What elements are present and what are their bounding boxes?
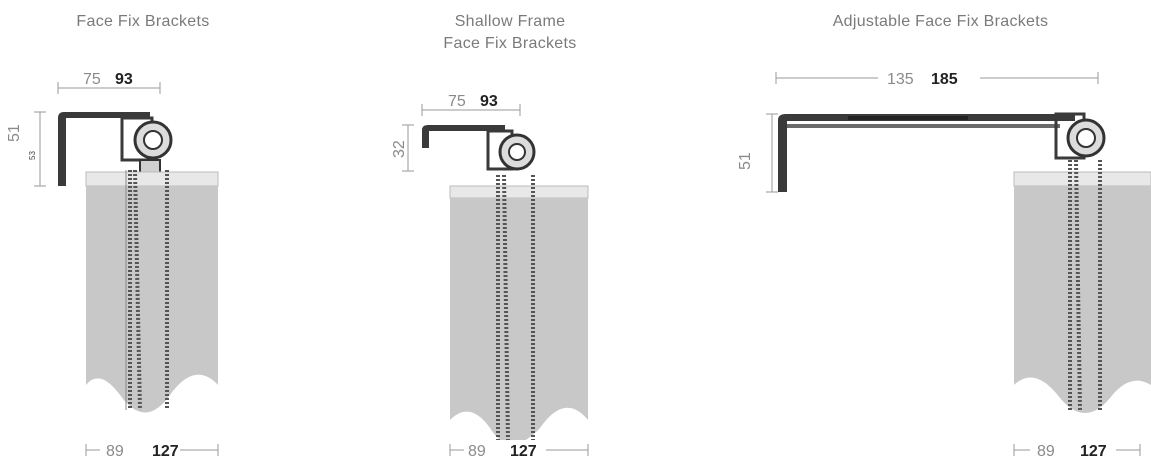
bottom-dim-light: 89 — [1037, 443, 1055, 460]
top-dim-dark: 185 — [931, 71, 958, 88]
diagram-face-fix-brackets: Face Fix Brackets 75 93 51 53 89 — [0, 0, 300, 463]
bottom-dim-dark: 127 — [152, 443, 179, 460]
side-dim: 51 — [737, 152, 754, 170]
blind-drawing: 135 185 51 89 127 — [737, 66, 1151, 460]
top-dim-light: 75 — [83, 71, 101, 88]
panel-title: Shallow Frame Face Fix Brackets — [443, 13, 577, 52]
side-dim: 32 — [391, 140, 408, 158]
side-dim-small: 53 — [28, 151, 37, 160]
diagram-adjustable-face-fix-brackets: Adjustable Face Fix Brackets 135 185 51 — [730, 0, 1151, 463]
panel-title: Face Fix Brackets — [76, 13, 210, 30]
blind-drawing: 75 93 51 53 89 127 — [6, 71, 219, 460]
bottom-dim-dark: 127 — [510, 443, 537, 460]
diagram-shallow-frame-face-fix-brackets: Shallow Frame Face Fix Brackets 75 93 32… — [380, 0, 640, 463]
panel-title: Adjustable Face Fix Brackets — [832, 13, 1049, 30]
bottom-dim-dark: 127 — [1080, 443, 1107, 460]
bottom-dim-light: 89 — [106, 443, 124, 460]
bottom-dim-light: 89 — [468, 443, 486, 460]
blind-drawing: 75 93 32 89 127 — [391, 93, 589, 460]
top-dim-dark: 93 — [480, 93, 498, 110]
top-dim-light: 135 — [887, 71, 914, 88]
top-dim-dark: 93 — [115, 71, 133, 88]
top-dim-light: 75 — [448, 93, 466, 110]
side-dim: 51 — [6, 124, 23, 142]
